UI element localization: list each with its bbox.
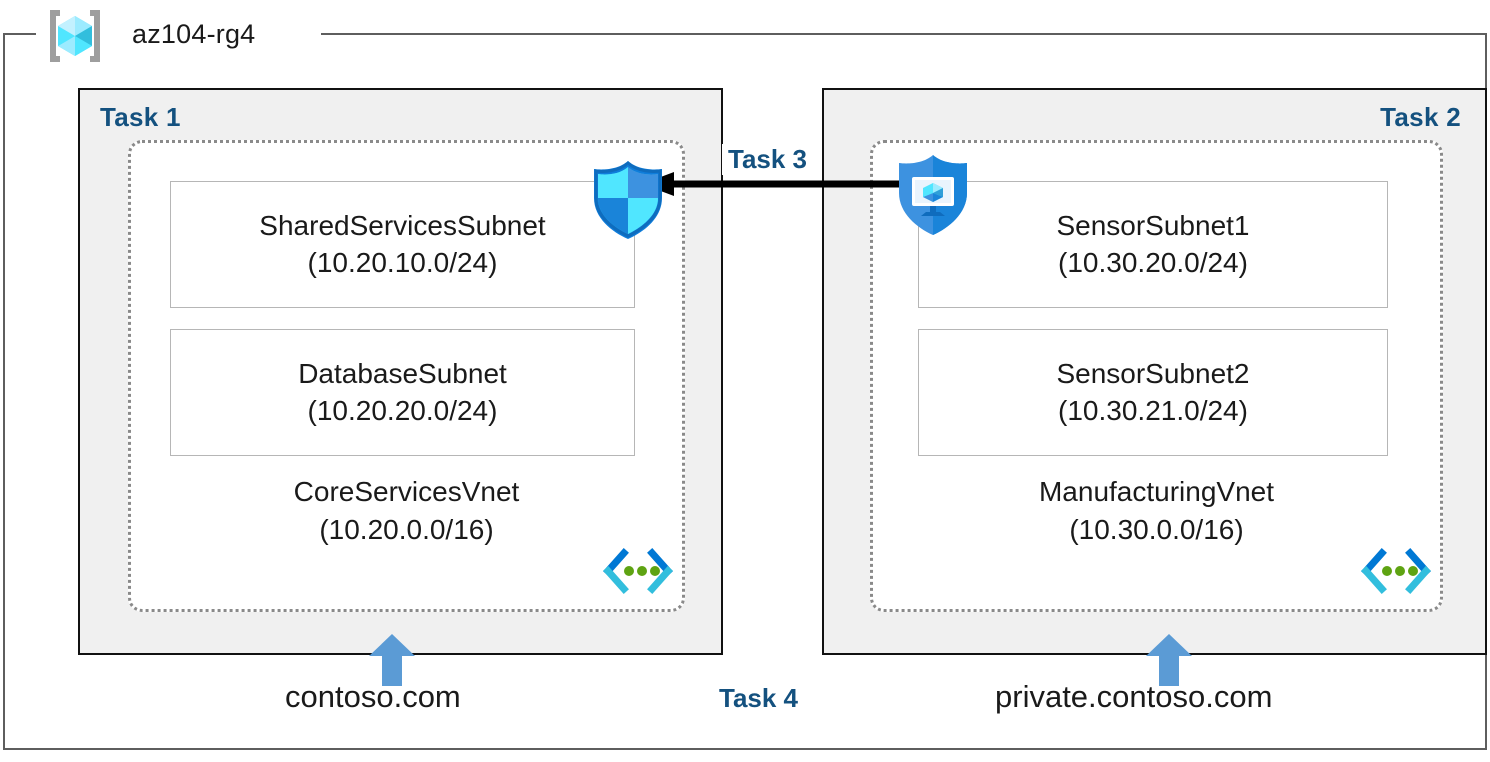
task-label-3: Task 3 xyxy=(722,144,814,175)
virtual-network-icon xyxy=(602,547,674,595)
virtual-network-icon xyxy=(1360,547,1432,595)
subnet-cidr: (10.30.21.0/24) xyxy=(1058,394,1248,426)
resource-group-name: az104-rg4 xyxy=(132,19,256,49)
vnet-container-coreservices: SharedServicesSubnet (10.20.10.0/24) Dat… xyxy=(128,140,685,612)
vnet-cidr: (10.20.0.0/16) xyxy=(319,513,494,545)
task-label-4: Task 4 xyxy=(719,683,799,713)
vnet-cidr: (10.30.0.0/16) xyxy=(1069,513,1244,545)
vnet-caption: ManufacturingVnet (10.30.0.0/16) xyxy=(873,473,1440,548)
vnet-caption: CoreServicesVnet (10.20.0.0/16) xyxy=(131,473,682,548)
network-security-group-shield-icon xyxy=(586,158,670,242)
task-panel-right: Task 2 SensorSubnet1 (10.30.20.0/24) Sen… xyxy=(822,88,1487,655)
dns-link-arrow xyxy=(369,634,415,686)
dns-zone-label-contoso: contoso.com xyxy=(285,679,461,714)
subnet-cidr: (10.30.20.0/24) xyxy=(1058,246,1248,278)
subnet-box: DatabaseSubnet (10.20.20.0/24) xyxy=(170,329,635,456)
dns-zone-label-private-contoso: private.contoso.com xyxy=(995,679,1273,714)
dns-link-arrow xyxy=(1146,634,1192,686)
task-panel-left: Task 1 SharedServicesSubnet (10.20.10.0/… xyxy=(78,88,723,655)
task-label-1: Task 1 xyxy=(100,102,181,132)
subnet-name: SharedServicesSubnet xyxy=(259,209,546,241)
subnet-cidr: (10.20.10.0/24) xyxy=(307,246,498,278)
subnet-name: SensorSubnet1 xyxy=(1056,209,1250,241)
vnet-name: ManufacturingVnet xyxy=(1038,476,1275,507)
resource-group-cube-icon xyxy=(44,6,106,66)
subnet-name: DatabaseSubnet xyxy=(298,357,507,389)
vnet-container-manufacturing: SensorSubnet1 (10.30.20.0/24) SensorSubn… xyxy=(870,140,1443,612)
vnet-name: CoreServicesVnet xyxy=(293,476,520,507)
subnet-box: SharedServicesSubnet (10.20.10.0/24) xyxy=(170,181,635,308)
protected-virtual-machine-shield-icon xyxy=(892,152,974,238)
subnet-name: SensorSubnet2 xyxy=(1056,357,1250,389)
task-label-2: Task 2 xyxy=(1380,102,1461,132)
subnet-cidr: (10.20.20.0/24) xyxy=(307,394,498,426)
subnet-box: SensorSubnet2 (10.30.21.0/24) xyxy=(918,329,1388,456)
subnet-box: SensorSubnet1 (10.30.20.0/24) xyxy=(918,181,1388,308)
